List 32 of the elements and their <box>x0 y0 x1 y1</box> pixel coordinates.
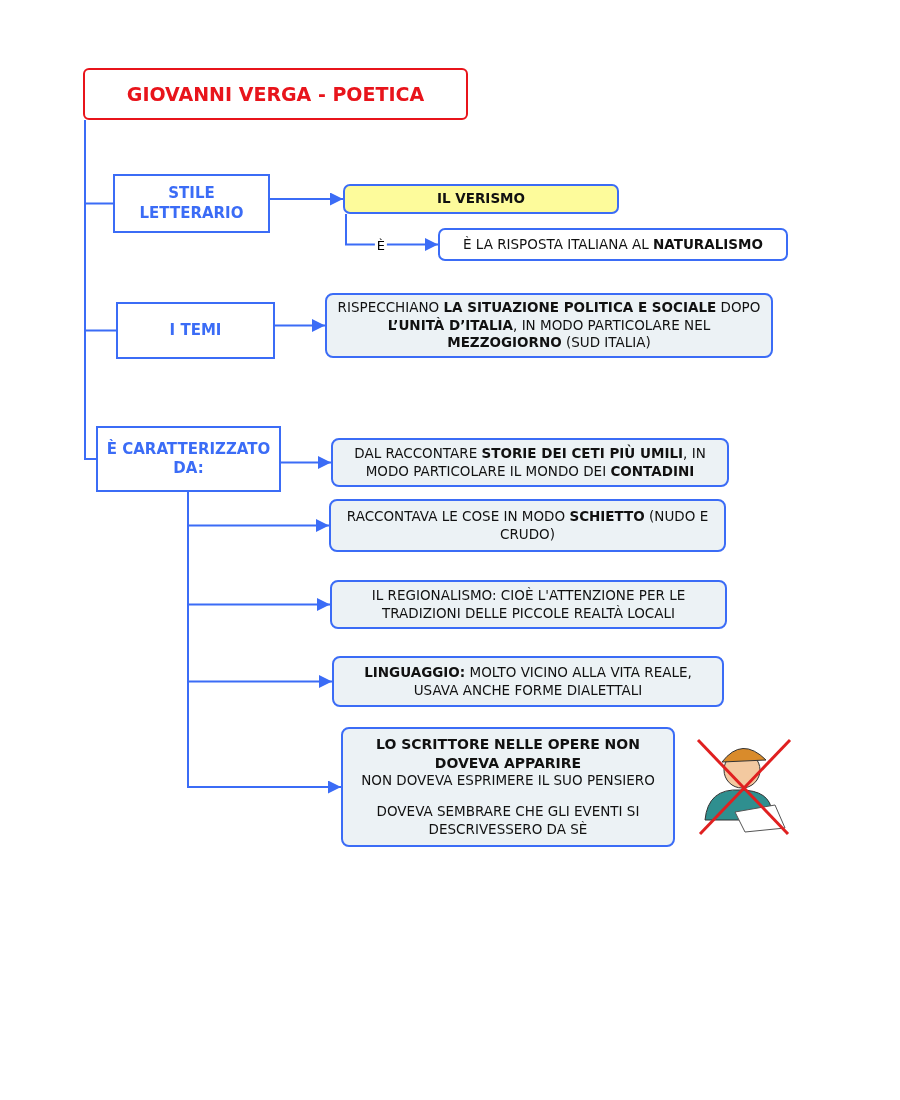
box-text: RACCONTAVA LE COSE IN MODO SCHIETTO (NUDO E CRUDO) <box>345 507 710 544</box>
box-text: IL REGIONALISMO: CIOÈ L'ATTENZIONE PER LE TRADIZIONI DELLE PICCOLE REALTÀ LOCALI <box>370 586 687 623</box>
concept-box <box>341 727 675 847</box>
box-text: DAL RACCONTARE STORIE DEI CETI PIÙ UMILI, IN MODO PARTICOLARE IL MONDO DEI CONTADINI <box>353 444 707 481</box>
box-text: LINGUAGGIO: MOLTO VICINO ALLA VITA REALE, USAVA ANCHE FORME DIALETTALI <box>363 663 693 700</box>
concept-box <box>438 228 788 261</box>
concept-box <box>329 499 726 552</box>
box-text: IL VERISMO <box>436 190 525 208</box>
box-text: GIOVANNI VERGA - POETICA <box>126 81 425 107</box>
arrow <box>269 192 344 206</box>
concept-box <box>325 293 773 358</box>
title-box <box>83 68 468 120</box>
edge-label: È <box>374 237 388 252</box>
arrow <box>280 456 332 469</box>
box-text: STILE LETTERARIO <box>138 184 245 223</box>
box-text: DOVEVA SEMBRARE CHE GLI EVENTI SI DESCRIVESSERO DA SÈ <box>375 803 641 839</box>
concept-box <box>116 302 275 359</box>
concept-box <box>113 174 270 233</box>
concept-box <box>331 438 729 487</box>
concept-box <box>330 580 727 629</box>
arrow <box>345 213 439 251</box>
concept-box <box>343 184 619 214</box>
box-text: È CARATTERIZZATO DA: <box>105 439 272 479</box>
concept-box <box>96 426 281 492</box>
box-heading: LO SCRITTORE NELLE OPERE NON DOVEVA APPARIRE <box>375 735 641 772</box>
box-text: RISPECCHIANO LA SITUAZIONE POLITICA E SOCIALE DOPO L’UNITÀ D’ITALIA, IN MODO PARTICOLARE NEL MEZZOGIORNO (SUD ITALIA) <box>336 299 762 352</box>
box-text: È LA RISPOSTA ITALIANA AL NATURALISMO <box>463 235 763 254</box>
connector-line <box>84 119 97 460</box>
box-text: NON DOVEVA ESPRIMERE IL SUO PENSIERO <box>361 771 655 790</box>
arrow <box>274 319 326 332</box>
box-text: I TEMI <box>169 320 222 341</box>
concept-box <box>332 656 724 707</box>
